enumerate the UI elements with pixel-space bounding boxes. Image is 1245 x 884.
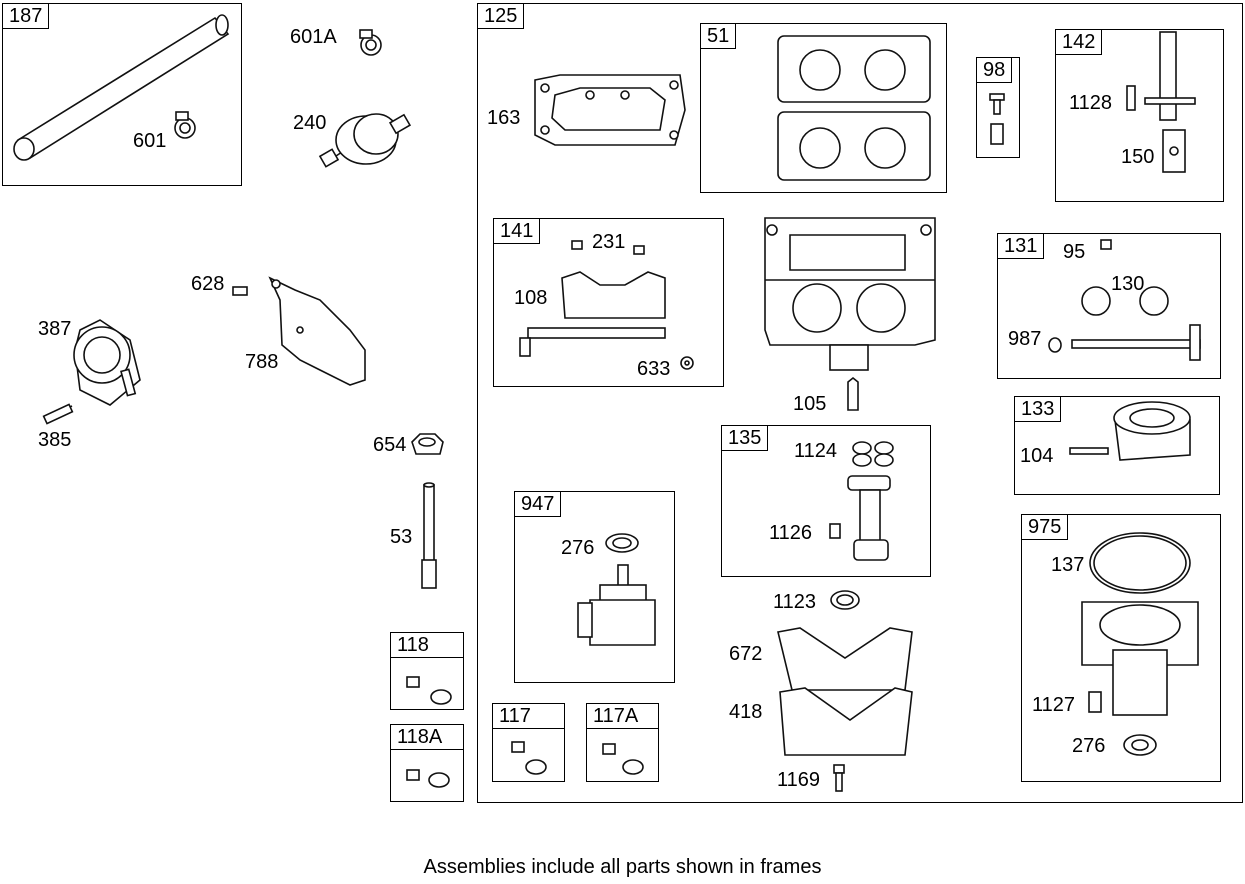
screw-spring-98-part — [989, 93, 1005, 145]
part-label: 1128 — [1069, 92, 1113, 114]
part-label: 601A — [290, 26, 337, 48]
part-label: 633 — [637, 358, 671, 380]
frame-tag-133: 133 — [1014, 396, 1062, 422]
washer-1123-part — [830, 590, 860, 610]
part-label: 105 — [793, 393, 827, 415]
part-label: 654 — [373, 434, 407, 456]
frame-135: 135 — [721, 425, 931, 577]
part-label: 387 — [38, 318, 72, 340]
float-135-part — [829, 441, 894, 561]
part-label: 628 — [191, 273, 225, 295]
float-133-part — [1069, 401, 1191, 461]
frame-tag-947: 947 — [514, 491, 562, 517]
part-label: 130 — [1111, 273, 1145, 295]
carburetor-part — [764, 217, 936, 371]
part-label: 1169 — [777, 769, 821, 791]
footer-note: Assemblies include all parts shown in fr… — [423, 856, 822, 878]
part-label: 53 — [390, 526, 413, 548]
screw-1169-part — [833, 764, 845, 792]
gasket-672-part — [777, 627, 913, 691]
frame-98: 98 — [976, 57, 1020, 158]
frame-tag-118: 118 — [390, 632, 464, 658]
frame-tag-141: 141 — [493, 218, 541, 244]
frame-tag-117: 117 — [492, 703, 565, 729]
screw-washer-118-part — [406, 676, 452, 705]
frame-tag-187: 187 — [2, 3, 50, 29]
part-label: 150 — [1121, 146, 1155, 168]
frame-tag-117a: 117A — [586, 703, 659, 729]
part-label: 276 — [1072, 735, 1106, 757]
part-label: 1124 — [794, 440, 838, 462]
frame-tag-142: 142 — [1055, 29, 1103, 55]
needle-105-part — [847, 376, 859, 411]
part-label: 240 — [293, 112, 327, 134]
plate-142-part — [1126, 31, 1196, 173]
part-label: 418 — [729, 701, 763, 723]
part-label: 385 — [38, 429, 72, 451]
frame-118a: 118A — [390, 724, 464, 802]
part-label: 1127 — [1032, 694, 1076, 716]
fuel-line-part — [13, 14, 230, 161]
part-label: 672 — [729, 643, 763, 665]
part-label: 601 — [133, 130, 167, 152]
clamp-601-part — [174, 111, 196, 139]
frame-187: 187 — [2, 3, 242, 186]
solenoid-947-part — [577, 533, 656, 646]
bracket-part — [232, 276, 366, 386]
base-975-part — [1081, 532, 1199, 756]
frame-118: 118 — [390, 632, 464, 710]
frame-117: 117 — [492, 703, 565, 782]
frame-142: 142 — [1055, 29, 1224, 202]
frame-975: 975 — [1021, 514, 1221, 782]
part-label: 95 — [1063, 241, 1086, 263]
clamp-601a-part — [359, 29, 382, 56]
frame-tag-125: 125 — [477, 3, 525, 29]
part-label: 987 — [1008, 328, 1042, 350]
frame-51: 51 — [700, 23, 947, 193]
frame-tag-118a: 118A — [390, 724, 464, 750]
shaft-part — [421, 482, 437, 589]
frame-117a: 117A — [586, 703, 659, 782]
frame-133: 133 — [1014, 396, 1220, 495]
gasket-51-part — [777, 35, 931, 181]
part-label: 231 — [592, 231, 626, 253]
part-label: 108 — [514, 287, 548, 309]
frame-tag-975: 975 — [1021, 514, 1069, 540]
screw-washer-118a-part — [406, 769, 450, 788]
frame-131: 131 — [997, 233, 1221, 379]
part-131-part — [1048, 239, 1201, 361]
part-label: 163 — [487, 107, 521, 129]
frame-125: 125 — [477, 3, 1243, 803]
part-label: 1123 — [773, 591, 817, 613]
frame-tag-51: 51 — [700, 23, 737, 49]
gasket-163-part — [534, 74, 686, 146]
part-label: 104 — [1020, 445, 1054, 467]
frame-141: 141 — [493, 218, 724, 387]
gasket-418-part — [779, 687, 913, 756]
bracket-141-part — [519, 240, 694, 370]
screw-washer-117-part — [511, 741, 547, 775]
fuel-pump-part — [42, 319, 141, 425]
part-label: 276 — [561, 537, 595, 559]
part-label: 788 — [245, 351, 279, 373]
frame-tag-135: 135 — [721, 425, 769, 451]
screw-washer-117a-part — [602, 743, 644, 775]
frame-tag-131: 131 — [997, 233, 1045, 259]
part-label: 1126 — [769, 522, 813, 544]
nut-part — [411, 433, 444, 455]
fuel-filter-part — [318, 113, 412, 168]
part-label: 137 — [1051, 554, 1085, 576]
frame-tag-98: 98 — [976, 57, 1013, 83]
frame-947: 947 — [514, 491, 675, 683]
